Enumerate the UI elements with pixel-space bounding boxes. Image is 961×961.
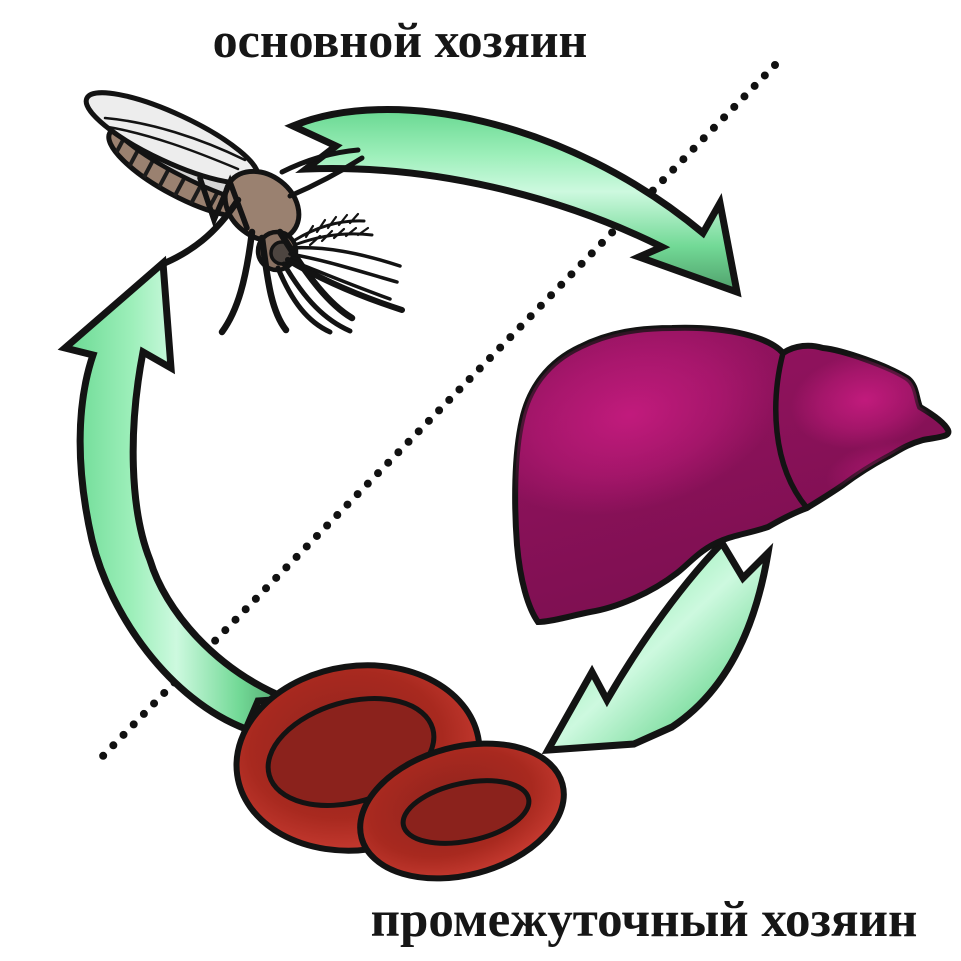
rbc-right-dish <box>400 778 532 846</box>
mosquito-mouth-leg-2 <box>275 265 333 335</box>
liver-illustration <box>512 324 952 626</box>
mosquito-leg-mid-2 <box>258 234 290 334</box>
arrow-liver-to-blood-shape <box>541 537 774 754</box>
mosquito-palp-3 <box>285 257 392 301</box>
host-boundary-dotted-line <box>97 61 779 762</box>
mosquito-wing-vein-2 <box>106 125 240 171</box>
mosquito-antenna-2 <box>295 232 374 246</box>
mosquito-leg-front <box>161 196 242 267</box>
liver-highlight-right-lobe <box>790 350 940 450</box>
mosquito-palp-1 <box>288 245 402 268</box>
mosquito-mouth-leg-1 <box>281 261 353 334</box>
arrow-mosquito-to-liver <box>284 106 742 298</box>
intermediate-host-label: промежуточный хозяин <box>371 892 918 948</box>
mosquito-leg-hind-1 <box>276 228 356 322</box>
mosquito-wing-vein-1 <box>103 116 247 162</box>
arrow-liver-to-blood <box>541 537 774 754</box>
mosquito-leg-hind-2 <box>287 155 365 199</box>
mosquito-palp-2 <box>288 252 399 284</box>
red-blood-cells-illustration <box>233 662 567 882</box>
mosquito-leg-folded <box>197 174 250 231</box>
mosquito-illustration <box>83 90 405 336</box>
mosquito-antenna-feathers <box>304 212 370 247</box>
mosquito-legs <box>161 147 365 336</box>
mosquito-leg-mid-1 <box>218 228 256 336</box>
arrow-blood-to-mosquito-shape <box>57 255 304 734</box>
liver-highlight-left-lobe <box>515 327 782 516</box>
mosquito-leg-hind-3 <box>279 147 361 175</box>
liver-lobe-division-line <box>773 350 810 511</box>
arrow-mosquito-to-liver-shape <box>284 106 742 298</box>
mosquito-mouthparts <box>275 212 405 335</box>
arrow-blood-to-mosquito <box>57 255 304 734</box>
mosquito-proboscis <box>285 257 405 313</box>
primary-host-label: основной хозяин <box>213 12 588 68</box>
red-blood-cell-right <box>357 740 567 882</box>
